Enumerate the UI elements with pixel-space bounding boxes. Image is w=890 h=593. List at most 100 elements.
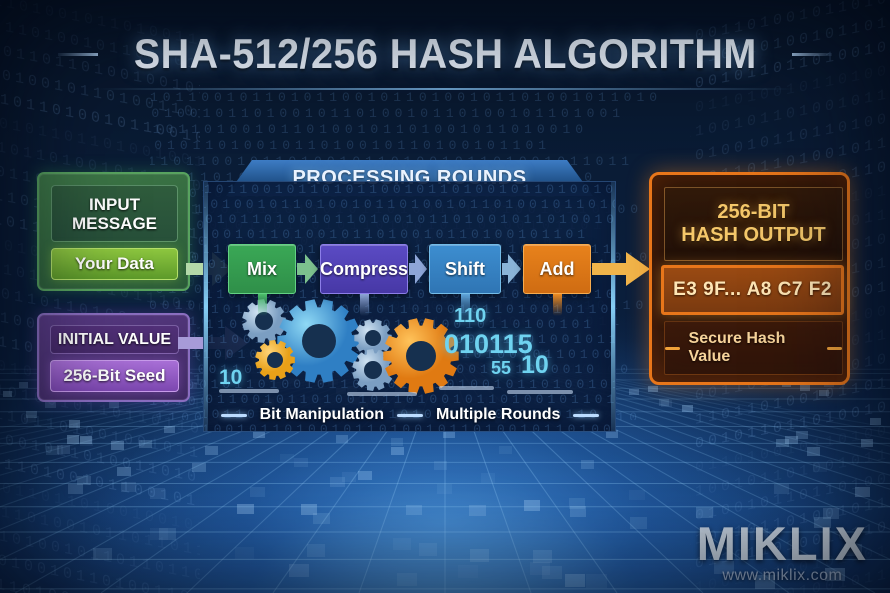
initial-value-seed-chip[interactable]: 256-Bit Seed — [50, 360, 179, 392]
arrow-compress-to-shift — [409, 254, 427, 284]
hash-output-footer: Secure Hash Value — [664, 321, 843, 375]
title-dash-left — [57, 52, 98, 56]
watermark-url: www.miklix.com — [722, 567, 843, 584]
floor-light-square — [629, 389, 639, 396]
process-step-label: Mix — [246, 258, 277, 279]
floor-light-square — [139, 439, 152, 449]
process-step-stem-shift — [460, 294, 470, 316]
floor-light-square — [606, 429, 619, 438]
gear-hub — [302, 324, 336, 358]
floor-light-square — [806, 447, 820, 456]
floor-light-square — [795, 430, 808, 439]
floor-light-square — [714, 561, 734, 574]
binary-row: 1011011001011010010110100101101001011011 — [204, 392, 616, 407]
process-step-stem-compress — [359, 294, 369, 316]
floor-light-square — [150, 528, 168, 541]
initial-value-heading-box: INITIAL VALUE — [50, 325, 179, 354]
gears-svg — [242, 299, 459, 394]
process-step-stem-mix — [257, 294, 267, 316]
arrow-add-to-output — [592, 252, 650, 286]
floor-light-square — [658, 399, 669, 407]
floor-light-square — [530, 561, 550, 575]
floor-light-square — [855, 486, 871, 497]
floor-light-square — [235, 546, 254, 560]
floor-light-square — [457, 564, 478, 579]
floor-light-square — [773, 484, 790, 495]
floor-light-square — [569, 506, 587, 518]
floor-light-square — [280, 453, 294, 463]
process-step-compress[interactable]: Compress — [320, 244, 408, 294]
floor-grid-line — [494, 363, 890, 476]
floor-light-square — [814, 516, 832, 528]
gear-binary-annotation: 010115 — [444, 329, 533, 359]
process-step-add[interactable]: Add — [523, 244, 591, 294]
floor-grid-line — [524, 363, 890, 429]
hash-value-box[interactable]: E3 9F... A8 C7 F2 — [661, 265, 844, 315]
floor-light-square — [57, 445, 70, 454]
watermark: MIKLIX www.miklix.com — [697, 516, 868, 585]
circuit-bar — [439, 386, 494, 390]
floor-light-square — [150, 488, 166, 499]
floor-light-square — [843, 544, 863, 557]
floor-grid-line — [509, 363, 890, 447]
gear-hub — [364, 361, 382, 379]
floor-light-square — [300, 504, 317, 515]
process-step-mix[interactable]: Mix — [228, 244, 296, 294]
gear-hub — [267, 352, 283, 368]
floor-light-square — [2, 390, 13, 397]
hash-output-panel[interactable]: 256-BIT HASH OUTPUT E3 9F... A8 C7 F2 Se… — [649, 172, 850, 385]
floor-light-square — [437, 484, 453, 495]
panel-edge-left — [204, 182, 208, 431]
gear-hub — [406, 341, 436, 371]
floor-light-square — [191, 462, 206, 473]
floor-light-square — [480, 473, 496, 483]
floor-light-square — [648, 386, 658, 393]
gear-hub — [365, 330, 381, 346]
floor-light-square — [696, 507, 713, 518]
floor-light-square — [108, 401, 120, 409]
input-message-card[interactable]: INPUT MESSAGE Your Data — [37, 172, 190, 291]
process-step-label: Add — [539, 258, 575, 279]
binary-row: 1011001011010110010110100101101001011010 — [150, 90, 663, 105]
floor-light-square — [813, 463, 828, 473]
floor-light-square — [329, 477, 345, 487]
floor-light-square — [406, 504, 423, 516]
floor-light-square — [661, 400, 672, 407]
panel-edge-right — [611, 182, 615, 431]
floor-light-square — [682, 405, 693, 412]
output-dash-right — [827, 346, 842, 350]
gear-binary-annotation: 10 — [219, 366, 243, 389]
floor-light-square — [785, 436, 798, 445]
input-message-value-chip[interactable]: Your Data — [51, 248, 178, 280]
floor-light-square — [117, 466, 132, 476]
floor-light-square — [253, 429, 266, 438]
floor-light-square — [79, 435, 92, 444]
floor-light-square — [45, 401, 56, 408]
floor-grid-line — [499, 363, 890, 465]
footer-label-multiple-rounds: Multiple Rounds — [436, 406, 561, 423]
initial-value-card[interactable]: INITIAL VALUE 256-Bit Seed — [37, 313, 190, 402]
floor-grid-line — [0, 363, 376, 440]
floor-light-square — [442, 430, 455, 439]
floor-light-square — [860, 439, 874, 448]
floor-light-square — [187, 382, 197, 389]
floor-light-square — [68, 483, 84, 494]
binary-row: 1100101101001011010010110100101101001011 — [203, 422, 615, 432]
hash-output-heading-box: 256-BIT HASH OUTPUT — [664, 187, 843, 261]
input-message-heading-line1: INPUT — [89, 194, 140, 214]
floor-light-square — [46, 446, 60, 455]
binary-row: 1101001011010010110100101101001011010010 — [204, 212, 616, 227]
initial-value-heading: INITIAL VALUE — [57, 330, 172, 348]
process-step-shift[interactable]: Shift — [429, 244, 501, 294]
floor-light-square — [26, 410, 38, 418]
floor-light-square — [111, 441, 124, 450]
gear-binary-annotation: 110 — [454, 305, 487, 327]
footer-label-bit-manipulation: Bit Manipulation — [259, 406, 384, 423]
binary-row: 1101001011010010110100101101001011010010 — [150, 122, 589, 137]
hash-value-text: E3 9F... A8 C7 F2 — [673, 279, 832, 300]
hash-output-heading-line2: HASH OUTPUT — [681, 224, 826, 246]
floor-light-square — [18, 381, 28, 388]
processing-footer-labels: Bit Manipulation Multiple Rounds — [215, 403, 605, 427]
